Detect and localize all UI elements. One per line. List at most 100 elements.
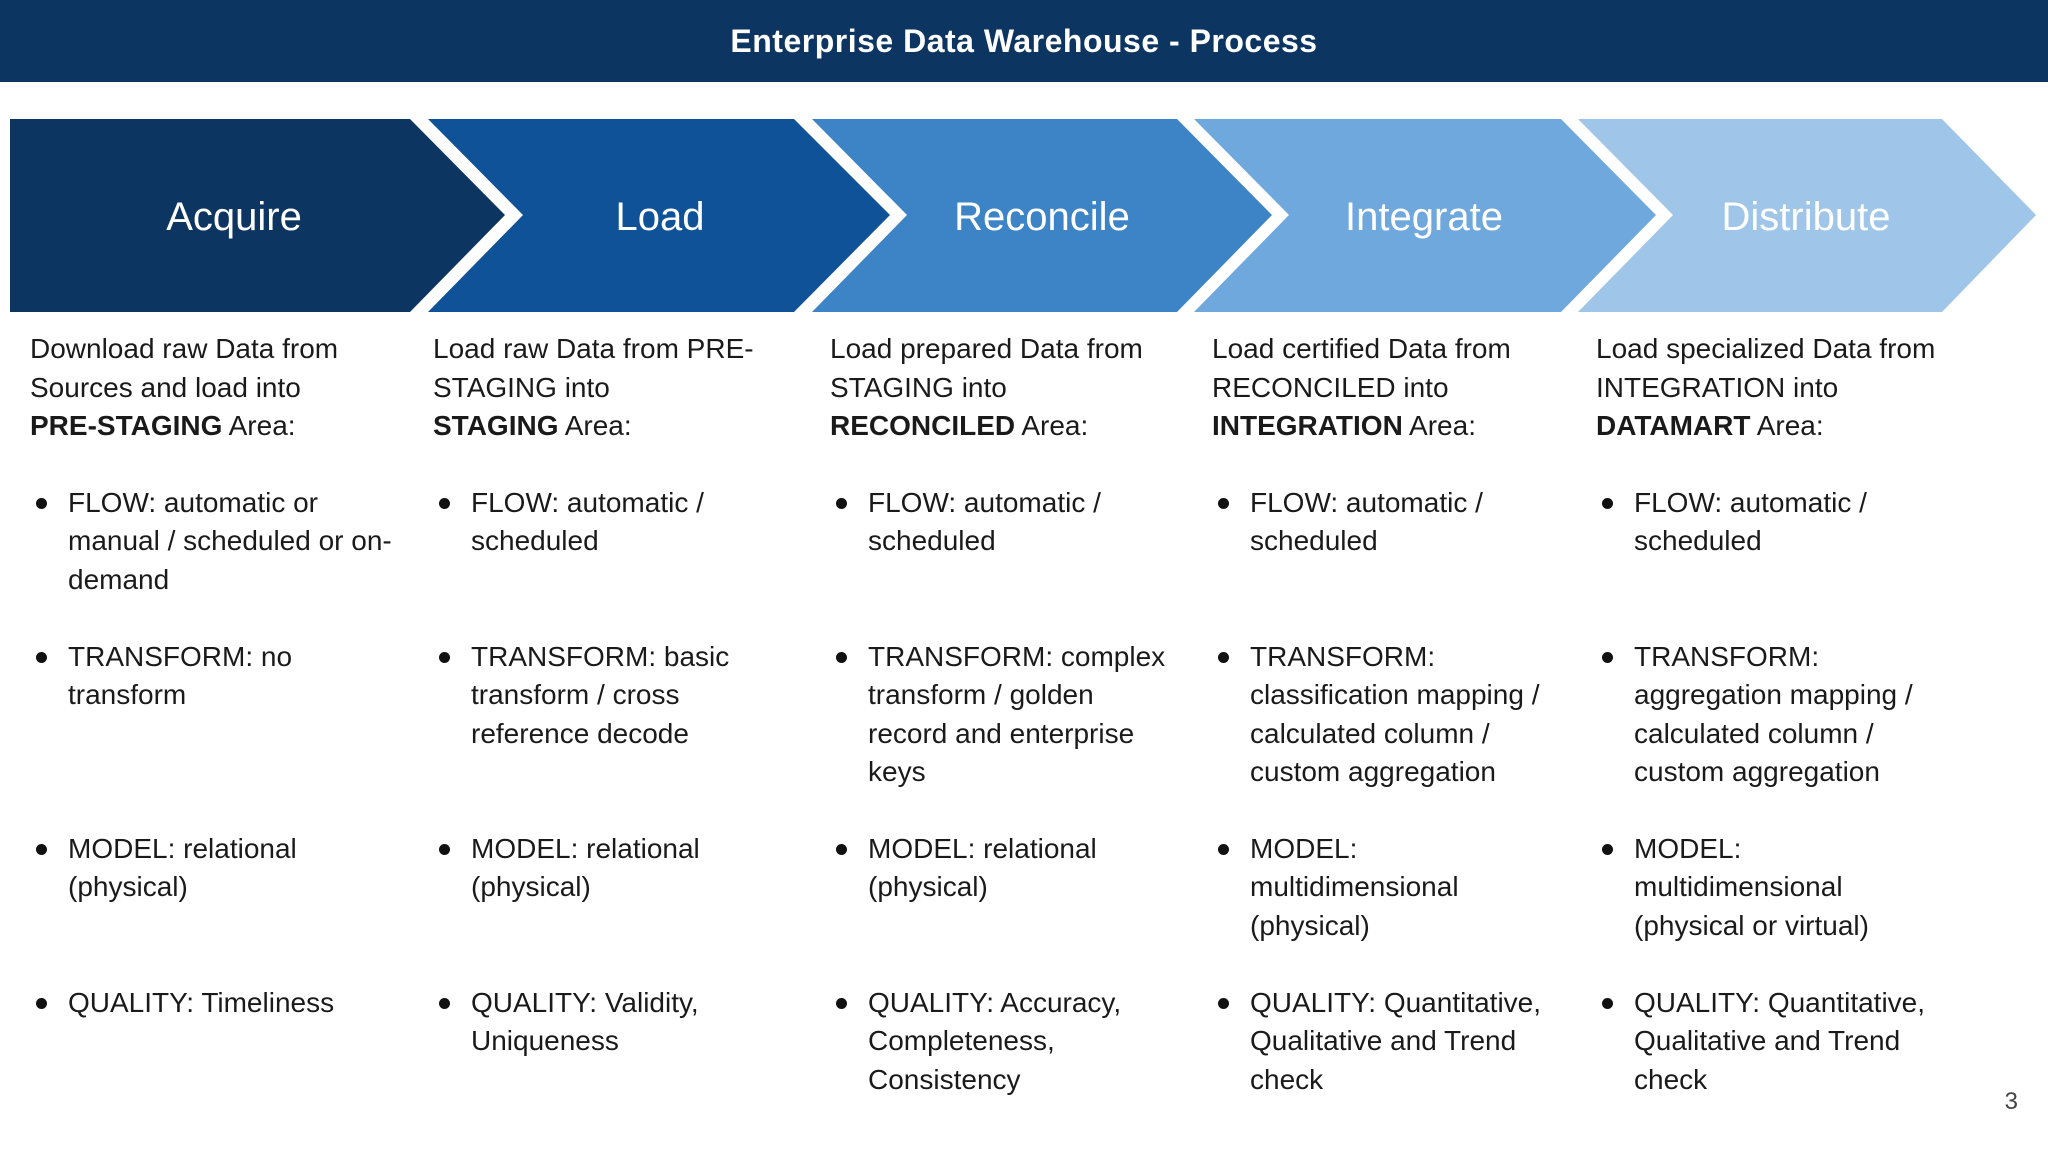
stage-description-load: Load raw Data from PRE-STAGING into STAG… (433, 330, 773, 1061)
bullet-dot (1218, 843, 1229, 855)
stage-label-load: Load (616, 195, 705, 239)
area-suffix: Area: (558, 410, 632, 441)
bullet-dot (1602, 651, 1613, 663)
bullet-dot (1602, 497, 1613, 509)
bullet-dot (439, 497, 450, 509)
chevron-shape-load (428, 119, 890, 312)
stage-chevron-distribute: Distribute (1578, 119, 2036, 312)
stage-label-reconcile: Reconcile (954, 195, 1130, 239)
stage-label-distribute: Distribute (1722, 195, 1891, 239)
area-name: PRE-STAGING (30, 410, 223, 441)
stage-description-acquire: Download raw Data from Sources and load … (30, 330, 400, 1022)
area-suffix: Area: (1015, 410, 1089, 441)
bullet-dot (1218, 997, 1229, 1009)
stage-bullet-list: FLOW: automatic / scheduled TRANSFORM: a… (1596, 484, 1956, 1100)
bullet-dot (1218, 651, 1229, 663)
transform-bullet: TRANSFORM: basic transform / cross refer… (433, 638, 773, 830)
stage-bullet-list: FLOW: automatic / scheduled TRANSFORM: c… (1212, 484, 1572, 1100)
stage-chevron-acquire: Acquire (10, 119, 505, 312)
bullet-dot (1602, 997, 1613, 1009)
model-bullet: MODEL: multidimensional (physical) (1212, 830, 1572, 984)
bullet-dot (36, 997, 47, 1009)
page-title: Enterprise Data Warehouse - Process (730, 22, 1318, 59)
flow-text: FLOW: automatic / scheduled (868, 486, 1101, 557)
transform-bullet: TRANSFORM: complex transform / golden re… (830, 638, 1180, 830)
stage-bullet-list: FLOW: automatic / scheduled TRANSFORM: b… (433, 484, 773, 1061)
area-name: DATAMART (1596, 410, 1751, 441)
transform-text: TRANSFORM: no transform (68, 640, 293, 711)
bullet-dot (836, 497, 847, 509)
bullet-dot (836, 843, 847, 855)
flow-bullet: FLOW: automatic / scheduled (1596, 484, 1956, 638)
bullet-dot (1218, 497, 1229, 509)
stage-intro: Load prepared Data from STAGING into REC… (830, 330, 1180, 446)
page-number: 3 (2004, 1088, 2018, 1115)
area-suffix: Area: (222, 410, 296, 441)
bullet-dot (439, 997, 450, 1009)
chevron-shape-integrate (1194, 119, 1656, 312)
model-text: MODEL: multidimensional (physical) (1250, 832, 1459, 941)
transform-text: TRANSFORM: complex transform / golden re… (868, 640, 1166, 788)
quality-bullet: QUALITY: Quantitative, Qualitative and T… (1212, 984, 1572, 1100)
quality-bullet: QUALITY: Timeliness (30, 984, 400, 1023)
stage-intro: Load certified Data from RECONCILED into… (1212, 330, 1572, 446)
stage-chevron-integrate: Integrate (1194, 119, 1656, 312)
intro-text: Load prepared Data from STAGING into (830, 333, 1143, 403)
model-text: MODEL: multidimensional (physical or vir… (1634, 832, 1869, 941)
bullet-dot (36, 843, 47, 855)
model-bullet: MODEL: relational (physical) (830, 830, 1180, 984)
bullet-dot (36, 651, 47, 663)
bullet-dot (439, 651, 450, 663)
model-bullet: MODEL: multidimensional (physical or vir… (1596, 830, 1956, 984)
intro-text: Load raw Data from PRE-STAGING into (433, 333, 754, 403)
stage-intro: Download raw Data from Sources and load … (30, 330, 400, 446)
stage-bullet-list: FLOW: automatic or manual / scheduled or… (30, 484, 400, 1023)
area-name: INTEGRATION (1212, 410, 1403, 441)
model-text: MODEL: relational (physical) (68, 832, 297, 903)
quality-text: QUALITY: Validity, Uniqueness (471, 986, 699, 1057)
stage-description-reconcile: Load prepared Data from STAGING into REC… (830, 330, 1180, 1099)
chevron-shape-acquire (10, 119, 505, 312)
stage-chevron-reconcile: Reconcile (812, 119, 1272, 312)
title-bar: Enterprise Data Warehouse - Process (0, 0, 2048, 82)
intro-text: Download raw Data from Sources and load … (30, 333, 339, 403)
flow-text: FLOW: automatic / scheduled (1250, 486, 1483, 557)
chevron-shape-reconcile (812, 119, 1272, 312)
stage-chevron-load: Load (428, 119, 890, 312)
intro-text: Load certified Data from RECONCILED into (1212, 333, 1511, 403)
transform-bullet: TRANSFORM: classification mapping / calc… (1212, 638, 1572, 830)
stage-label-integrate: Integrate (1345, 195, 1503, 239)
stage-description-distribute: Load specialized Data from INTEGRATION i… (1596, 330, 1956, 1099)
bullet-dot (1602, 843, 1613, 855)
transform-bullet: TRANSFORM: no transform (30, 638, 400, 830)
flow-text: FLOW: automatic / scheduled (471, 486, 704, 557)
chevron-shape-distribute (1578, 119, 2036, 312)
transform-bullet: TRANSFORM: aggregation mapping / calcula… (1596, 638, 1956, 830)
stage-description-integrate: Load certified Data from RECONCILED into… (1212, 330, 1572, 1099)
flow-bullet: FLOW: automatic or manual / scheduled or… (30, 484, 400, 638)
transform-text: TRANSFORM: aggregation mapping / calcula… (1634, 640, 1913, 788)
flow-bullet: FLOW: automatic / scheduled (1212, 484, 1572, 638)
quality-bullet: QUALITY: Quantitative, Qualitative and T… (1596, 984, 1956, 1100)
stage-bullet-list: FLOW: automatic / scheduled TRANSFORM: c… (830, 484, 1180, 1100)
area-name: RECONCILED (830, 410, 1016, 441)
quality-bullet: QUALITY: Accuracy, Completeness, Consist… (830, 984, 1180, 1100)
area-name: STAGING (433, 410, 559, 441)
intro-text: Load specialized Data from INTEGRATION i… (1596, 333, 1936, 403)
flow-bullet: FLOW: automatic / scheduled (433, 484, 773, 638)
quality-text: QUALITY: Timeliness (68, 986, 335, 1018)
flow-text: FLOW: automatic or manual / scheduled or… (68, 486, 392, 595)
quality-bullet: QUALITY: Validity, Uniqueness (433, 984, 773, 1061)
area-suffix: Area: (1750, 410, 1824, 441)
flow-bullet: FLOW: automatic / scheduled (830, 484, 1180, 638)
stage-label-acquire: Acquire (166, 195, 302, 239)
transform-text: TRANSFORM: classification mapping / calc… (1250, 640, 1540, 788)
stage-intro: Load raw Data from PRE-STAGING into STAG… (433, 330, 773, 446)
bullet-dot (836, 997, 847, 1009)
model-text: MODEL: relational (physical) (868, 832, 1097, 903)
quality-text: QUALITY: Quantitative, Qualitative and T… (1250, 986, 1542, 1095)
model-bullet: MODEL: relational (physical) (433, 830, 773, 984)
bullet-dot (836, 651, 847, 663)
quality-text: QUALITY: Accuracy, Completeness, Consist… (868, 986, 1122, 1095)
